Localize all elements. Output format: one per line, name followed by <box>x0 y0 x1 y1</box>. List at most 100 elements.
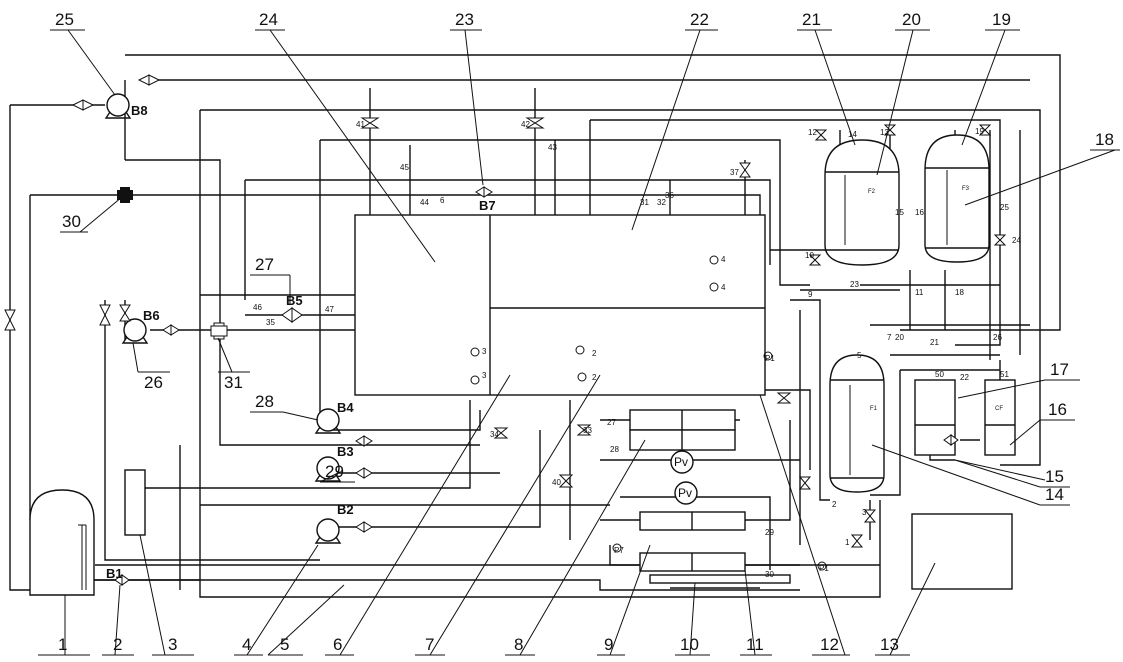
valve-number-33: 33 <box>583 426 592 435</box>
valve-number-37: 37 <box>730 168 739 177</box>
callout-23: 23 <box>455 10 474 29</box>
valve-number-46: 46 <box>253 303 262 312</box>
gauge-3b: 3 <box>482 371 487 380</box>
pump-b8 <box>104 93 132 119</box>
valve-number-7: 7 <box>887 333 892 342</box>
callout-1: 1 <box>58 635 67 654</box>
pump-b2-label: B2 <box>337 502 354 517</box>
callout-17: 17 <box>1050 360 1069 379</box>
gauge-p1-bottom: P1 <box>819 564 829 573</box>
valve-number-20: 20 <box>895 333 904 342</box>
valve-number-29: 29 <box>765 528 774 537</box>
valve-number-25: 25 <box>1000 203 1009 212</box>
callout-14: 14 <box>1045 485 1064 504</box>
vessel-f3-label: F3 <box>962 186 970 192</box>
valve-number-22: 22 <box>960 373 969 382</box>
pump-b5-label: B5 <box>286 293 303 308</box>
vessel-cf-label: CF <box>995 406 1003 412</box>
valve-number-23: 23 <box>850 280 859 289</box>
valve-number-24: 24 <box>1012 236 1021 245</box>
vessel-labels: F2 F3 F1 CF <box>868 186 1003 412</box>
pump-b6 <box>121 318 149 344</box>
valve-number-34: 34 <box>490 430 499 439</box>
pump-b1-label: B1 <box>106 566 123 581</box>
callout-13: 13 <box>880 635 899 654</box>
pump-labels: B1 B2 B3 B4 B5 B6 B7 B8 <box>106 103 496 581</box>
callout-26: 26 <box>144 373 163 392</box>
callout-28: 28 <box>255 392 274 411</box>
callout-22: 22 <box>690 10 709 29</box>
callout-10: 10 <box>680 635 699 654</box>
callout-18: 18 <box>1095 130 1114 149</box>
valve-number-3: 3 <box>862 508 867 517</box>
valve-number-44: 44 <box>420 198 429 207</box>
pump-b2 <box>314 518 342 544</box>
valve-number-35: 35 <box>266 318 275 327</box>
valve-number-32: 32 <box>657 198 666 207</box>
valve-number-16: 16 <box>915 208 924 217</box>
gauge-2b: 2 <box>592 373 597 382</box>
valve-number-10: 10 <box>805 251 814 260</box>
pump-b7-label: B7 <box>479 198 496 213</box>
tank-3 <box>124 469 146 536</box>
callout-15: 15 <box>1045 467 1064 486</box>
tank-cf <box>984 379 1016 456</box>
valve-number-15: 15 <box>895 208 904 217</box>
valve-number-14: 14 <box>848 130 857 139</box>
valve-number-19: 19 <box>975 127 984 136</box>
vessel-f3 <box>924 134 990 263</box>
callout-12: 12 <box>820 635 839 654</box>
valve-number-1: 1 <box>845 538 850 547</box>
leader-lines <box>64 29 1116 656</box>
valve-number-27: 27 <box>607 418 616 427</box>
gauge-4a: 4 <box>721 255 726 264</box>
callout-30: 30 <box>62 212 81 231</box>
mixer-30 <box>117 187 133 203</box>
valve-number-9: 9 <box>808 290 813 299</box>
gauge-p7: P7 <box>614 546 624 555</box>
callout-25: 25 <box>55 10 74 29</box>
mixer-31 <box>210 322 228 340</box>
flowmeter-pv-1 <box>670 450 694 474</box>
cabinet-13 <box>911 513 1013 590</box>
vessel-f2 <box>824 139 900 266</box>
gauge-labels: Pv Pv P1 P1 P7 2 2 3 3 4 4 <box>470 255 829 573</box>
feed-tank-1 <box>29 489 95 596</box>
flowmeter-pv-2-label: Pv <box>678 486 692 500</box>
valve-number-11: 11 <box>915 288 924 297</box>
callout-labels: 1 2 3 4 5 6 7 8 9 10 11 12 13 14 15 16 1… <box>38 10 1120 656</box>
callout-27: 27 <box>255 255 274 274</box>
valve-number-36: 36 <box>665 191 674 200</box>
callout-9: 9 <box>604 635 613 654</box>
pump-b3 <box>314 456 342 482</box>
flowmeter-pv-2 <box>674 481 698 505</box>
callout-2: 2 <box>113 635 122 654</box>
pump-b6-label: B6 <box>143 308 160 323</box>
valve-number-2: 2 <box>832 500 837 509</box>
callout-19: 19 <box>992 10 1011 29</box>
valve-number-13: 13 <box>880 128 889 137</box>
callout-11: 11 <box>746 635 764 654</box>
valve-number-40: 40 <box>552 478 561 487</box>
valve-number-50: 50 <box>935 370 944 379</box>
main-reactor <box>354 214 766 396</box>
valve-number-43: 43 <box>548 143 557 152</box>
callout-20: 20 <box>902 10 921 29</box>
valve-number-28: 28 <box>610 445 619 454</box>
valve-number-41: 41 <box>356 120 365 129</box>
vessel-f1 <box>829 354 885 493</box>
membrane-modules <box>629 409 791 589</box>
callout-21: 21 <box>802 10 821 29</box>
callout-5: 5 <box>280 635 289 654</box>
valve-number-42: 42 <box>521 120 530 129</box>
pump-b8-label: B8 <box>131 103 148 118</box>
valve-number-30: 30 <box>765 570 774 579</box>
callout-7: 7 <box>425 635 434 654</box>
vessel-f1-label: F1 <box>870 406 878 412</box>
valve-number-21: 21 <box>930 338 939 347</box>
callout-4: 4 <box>242 635 251 654</box>
valve-number-18: 18 <box>955 288 964 297</box>
callout-16: 16 <box>1048 400 1067 419</box>
gauge-4b: 4 <box>721 283 726 292</box>
